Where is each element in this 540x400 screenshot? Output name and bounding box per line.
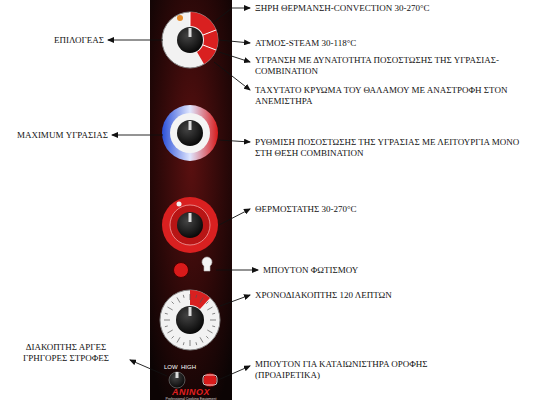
- timer-tick: [190, 340, 191, 346]
- leader-lines: [108, 8, 258, 380]
- callout-label: ΔΙΑΚΟΠΤΗΣ ΑΡΓΕΣ ΓΡΗΓΟΡΕΣ ΣΤΡΟΦΕΣ: [6, 342, 126, 364]
- timer-tick: [212, 313, 215, 315]
- callout-label: ΞΗΡΗ ΘΕΡΜΑΝΣΗ-CONVECTION 30-270°C: [255, 3, 535, 14]
- timer-tick: [172, 302, 174, 304]
- timer-tick: [165, 325, 168, 327]
- timer-tick: [195, 342, 197, 345]
- speed-switch: [169, 372, 185, 388]
- callout-label: ΡΥΘΜΙΣΗ ΠΟΣΟΣΤΩΣΗΣ ΤΗΣ ΥΓΡΑΣΙΑΣ ΜΕ ΛΕΙΤΟ…: [255, 137, 525, 159]
- timer-tick: [195, 295, 197, 298]
- timer-tick: [167, 330, 172, 333]
- timer-dial: [160, 290, 220, 350]
- timer-tick: [200, 297, 203, 302]
- light-button: [174, 257, 213, 278]
- timer-tick: [177, 297, 180, 302]
- humidity-dial: [162, 105, 218, 161]
- brand-logo: ANINOX: [172, 387, 210, 397]
- timer-tick: [177, 337, 180, 342]
- timer-tick: [200, 337, 203, 342]
- callout-label: ΜΠΟΥΤΟΝ ΦΩΤΙΣΜΟΥ: [263, 265, 533, 276]
- timer-tick: [172, 336, 174, 338]
- callout-label: ΥΓΡΑΝΣΗ ΜΕ ΔΥΝΑΤΟΤΗΤΑ ΠΟΣΟΣΤΩΣΗΣ ΤΗΣ ΥΓΡ…: [255, 55, 525, 77]
- callout-label: ΧΡΟΝΟΔΙΑΚΟΠΤΗΣ 120 ΛΕΠΤΩΝ: [255, 290, 535, 301]
- callout-label: MAXIMUM ΥΓΡΑΣΙΑΣ: [0, 130, 108, 141]
- timer-tick: [183, 295, 185, 298]
- shower-button: [203, 373, 217, 387]
- brand-tagline: Professional Cooking Equipment: [166, 397, 217, 400]
- timer-tick: [210, 320, 216, 321]
- thermostat-dial: [162, 197, 218, 253]
- timer-tick: [207, 307, 212, 310]
- switch-label: HIGH: [181, 364, 196, 371]
- timer-tick: [212, 325, 215, 327]
- callout-label: ΕΠΙΛΟΓΕΑΣ: [4, 35, 104, 46]
- callout-label: ΑΤΜΟΣ-STEAM 30-118°C: [255, 38, 535, 49]
- timer-tick: [164, 320, 170, 321]
- timer-tick: [165, 313, 168, 315]
- callout-label: ΤΑΧΥΤΑΤΟ ΚΡΥΩΜΑ ΤΟΥ ΘΑΛΑΜΟΥ ΜΕ ΑΝΑΣΤΡΟΦΗ…: [255, 85, 525, 107]
- switch-label: LOW: [164, 364, 178, 371]
- timer-tick: [183, 342, 185, 345]
- callout-label: ΘΕΡΜΟΣΤΑΤΗΣ 30-270°C: [255, 204, 535, 215]
- selector-dial: [162, 12, 218, 68]
- panel: [150, 0, 232, 400]
- timer-tick: [190, 294, 191, 300]
- timer-tick: [206, 302, 208, 304]
- timer-tick: [207, 330, 212, 333]
- timer-tick: [167, 307, 172, 310]
- callout-label: ΜΠΟΥΤΟΝ ΓΙΑ ΚΑΤΑΙΩΝΙΣΤΗΡΑ ΟΡΟΦΗΣ (ΠΡΟΑΙΡ…: [255, 359, 470, 381]
- timer-tick: [206, 336, 208, 338]
